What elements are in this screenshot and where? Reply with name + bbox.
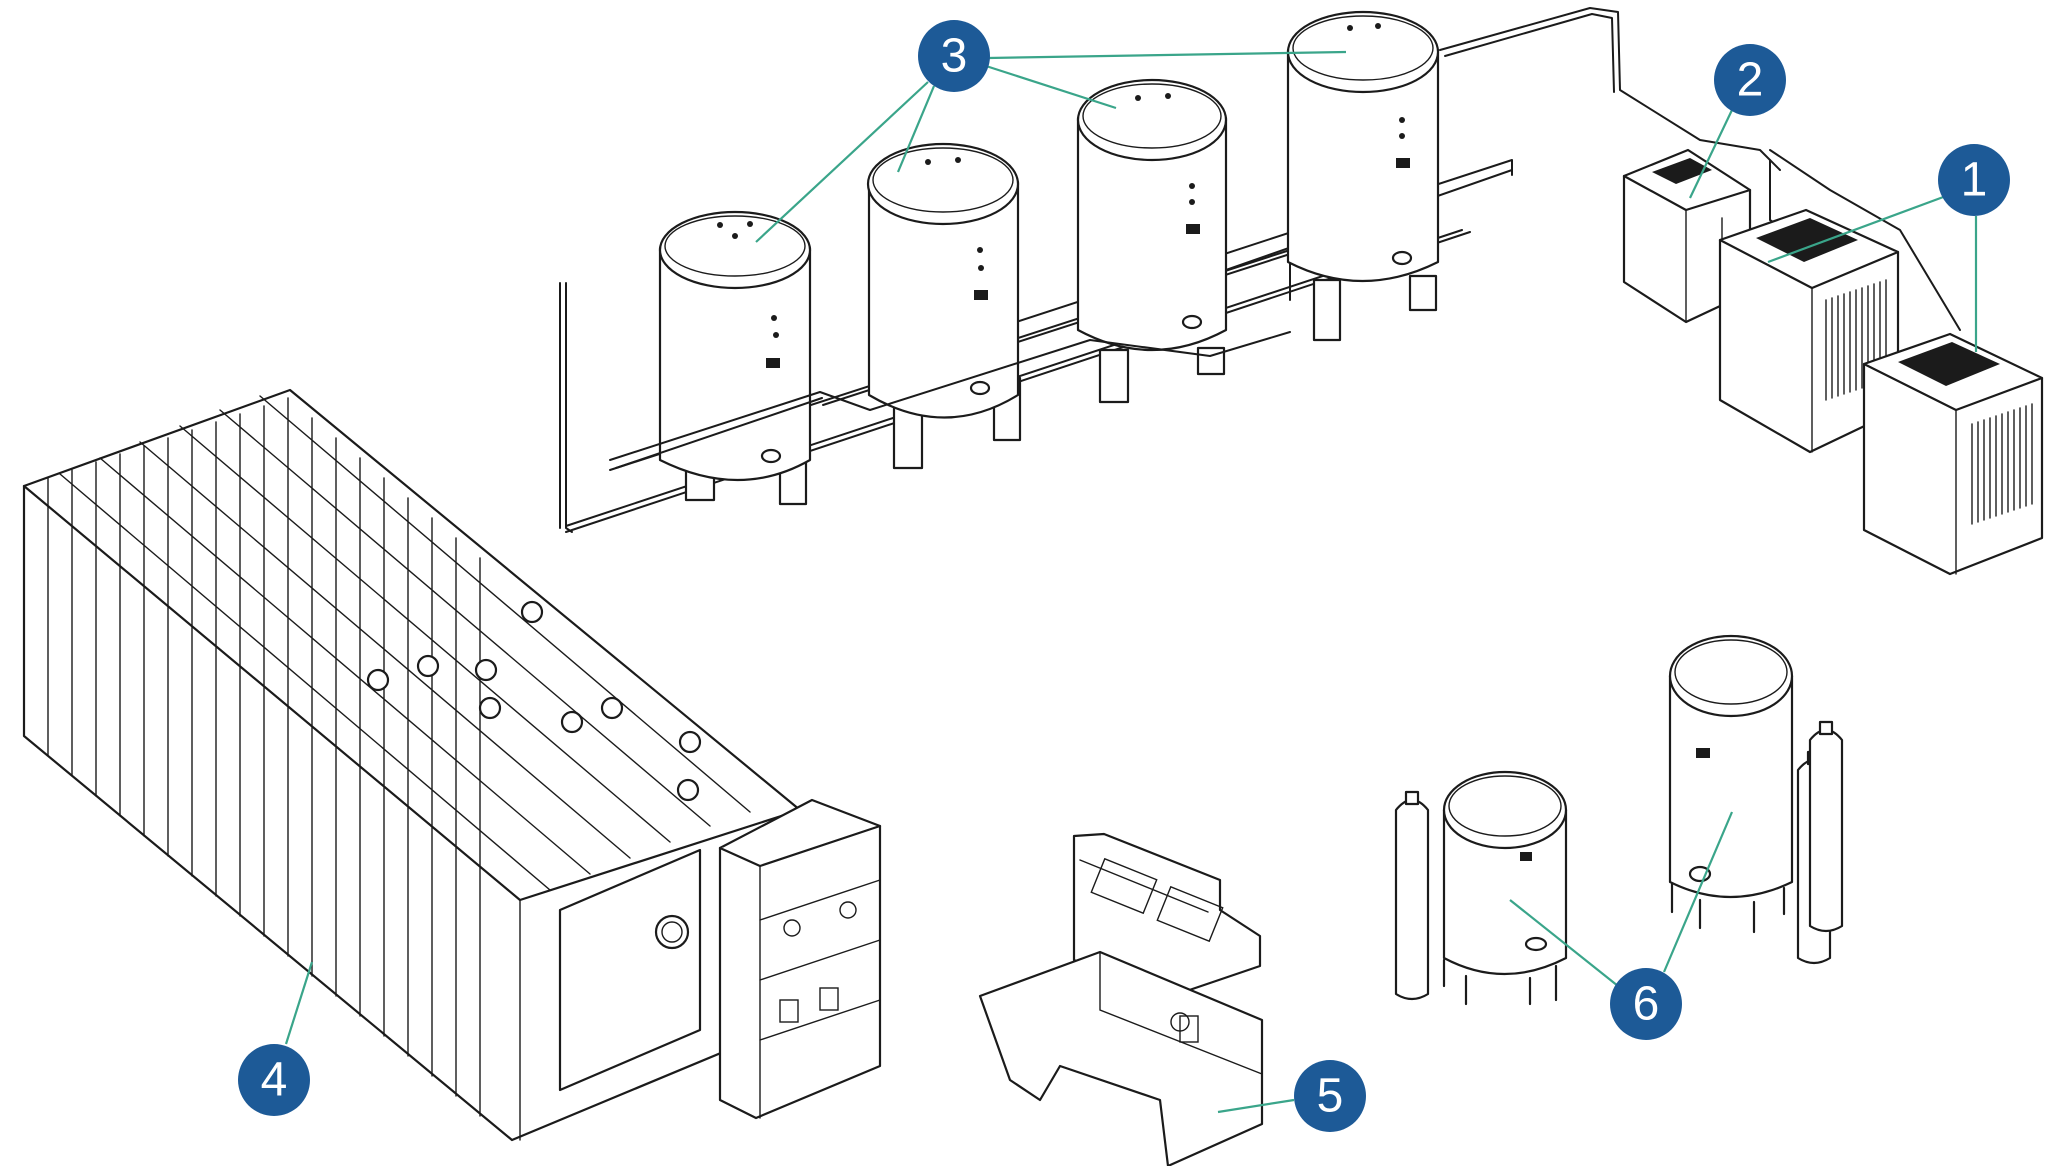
- callout-6-leader-line: [1509, 899, 1619, 987]
- callout-badge: [1294, 1060, 1366, 1132]
- callout-3-leader-line: [985, 64, 1117, 110]
- compressor: [1718, 208, 1900, 454]
- callout-number: 3: [941, 30, 968, 83]
- receiver-tank: [1076, 78, 1228, 404]
- callout-3-leader-line: [896, 85, 936, 173]
- callout-badge: [1610, 968, 1682, 1040]
- callout-badge: [918, 20, 990, 92]
- receiver-tank: [1286, 10, 1440, 342]
- receiver-tank: [866, 142, 1022, 470]
- vent-grille: [1971, 403, 2033, 525]
- callout-6-leader-line: [1662, 811, 1734, 973]
- callout-number: 1: [1961, 154, 1988, 207]
- callout-1: 1: [1938, 144, 2010, 216]
- callout-3: 3: [918, 20, 990, 92]
- callout-number: 6: [1633, 978, 1660, 1031]
- callout-2-leader-line: [1689, 109, 1733, 199]
- container-ribs: [47, 395, 751, 1117]
- gas-cylinder: [1808, 720, 1844, 933]
- callout-2: 2: [1714, 44, 1786, 116]
- callout-5-leader-line: [1217, 1098, 1295, 1114]
- callout-badge: [1714, 44, 1786, 116]
- gas-cylinder: [1394, 790, 1430, 1001]
- compressor: [1862, 332, 2044, 576]
- compressor-units: [1718, 208, 2044, 576]
- chamber-container: [22, 388, 882, 1142]
- callout-number: 4: [261, 1054, 288, 1107]
- callout-5: 5: [1294, 1060, 1366, 1132]
- container-door: [558, 848, 702, 1092]
- callout-1-leader-line: [1767, 194, 1947, 264]
- receiver-tank-tall: [1668, 634, 1794, 934]
- callout-3-leader-line: [987, 50, 1347, 60]
- leader-lines: [284, 50, 1978, 1114]
- callout-badge: [238, 1044, 310, 1116]
- side-electrical-cabinet: [718, 798, 882, 1120]
- vent-grille: [1825, 279, 1887, 401]
- air-receiver-tanks: [609, 10, 1440, 506]
- callout-number: 2: [1737, 54, 1764, 107]
- tank-and-cylinder-set: [1394, 634, 1844, 1006]
- callout-3-leader-line: [755, 81, 929, 243]
- control-console: [978, 832, 1264, 1166]
- receiver-tank-small: [1442, 770, 1568, 1006]
- callout-4: 4: [238, 1044, 310, 1116]
- callout-4-leader-line: [284, 961, 314, 1045]
- callout-badge: [1938, 144, 2010, 216]
- callout-6: 6: [1610, 968, 1682, 1040]
- callout-number: 5: [1317, 1070, 1344, 1123]
- receiver-tank: [658, 210, 812, 506]
- valve-cluster: [366, 600, 702, 802]
